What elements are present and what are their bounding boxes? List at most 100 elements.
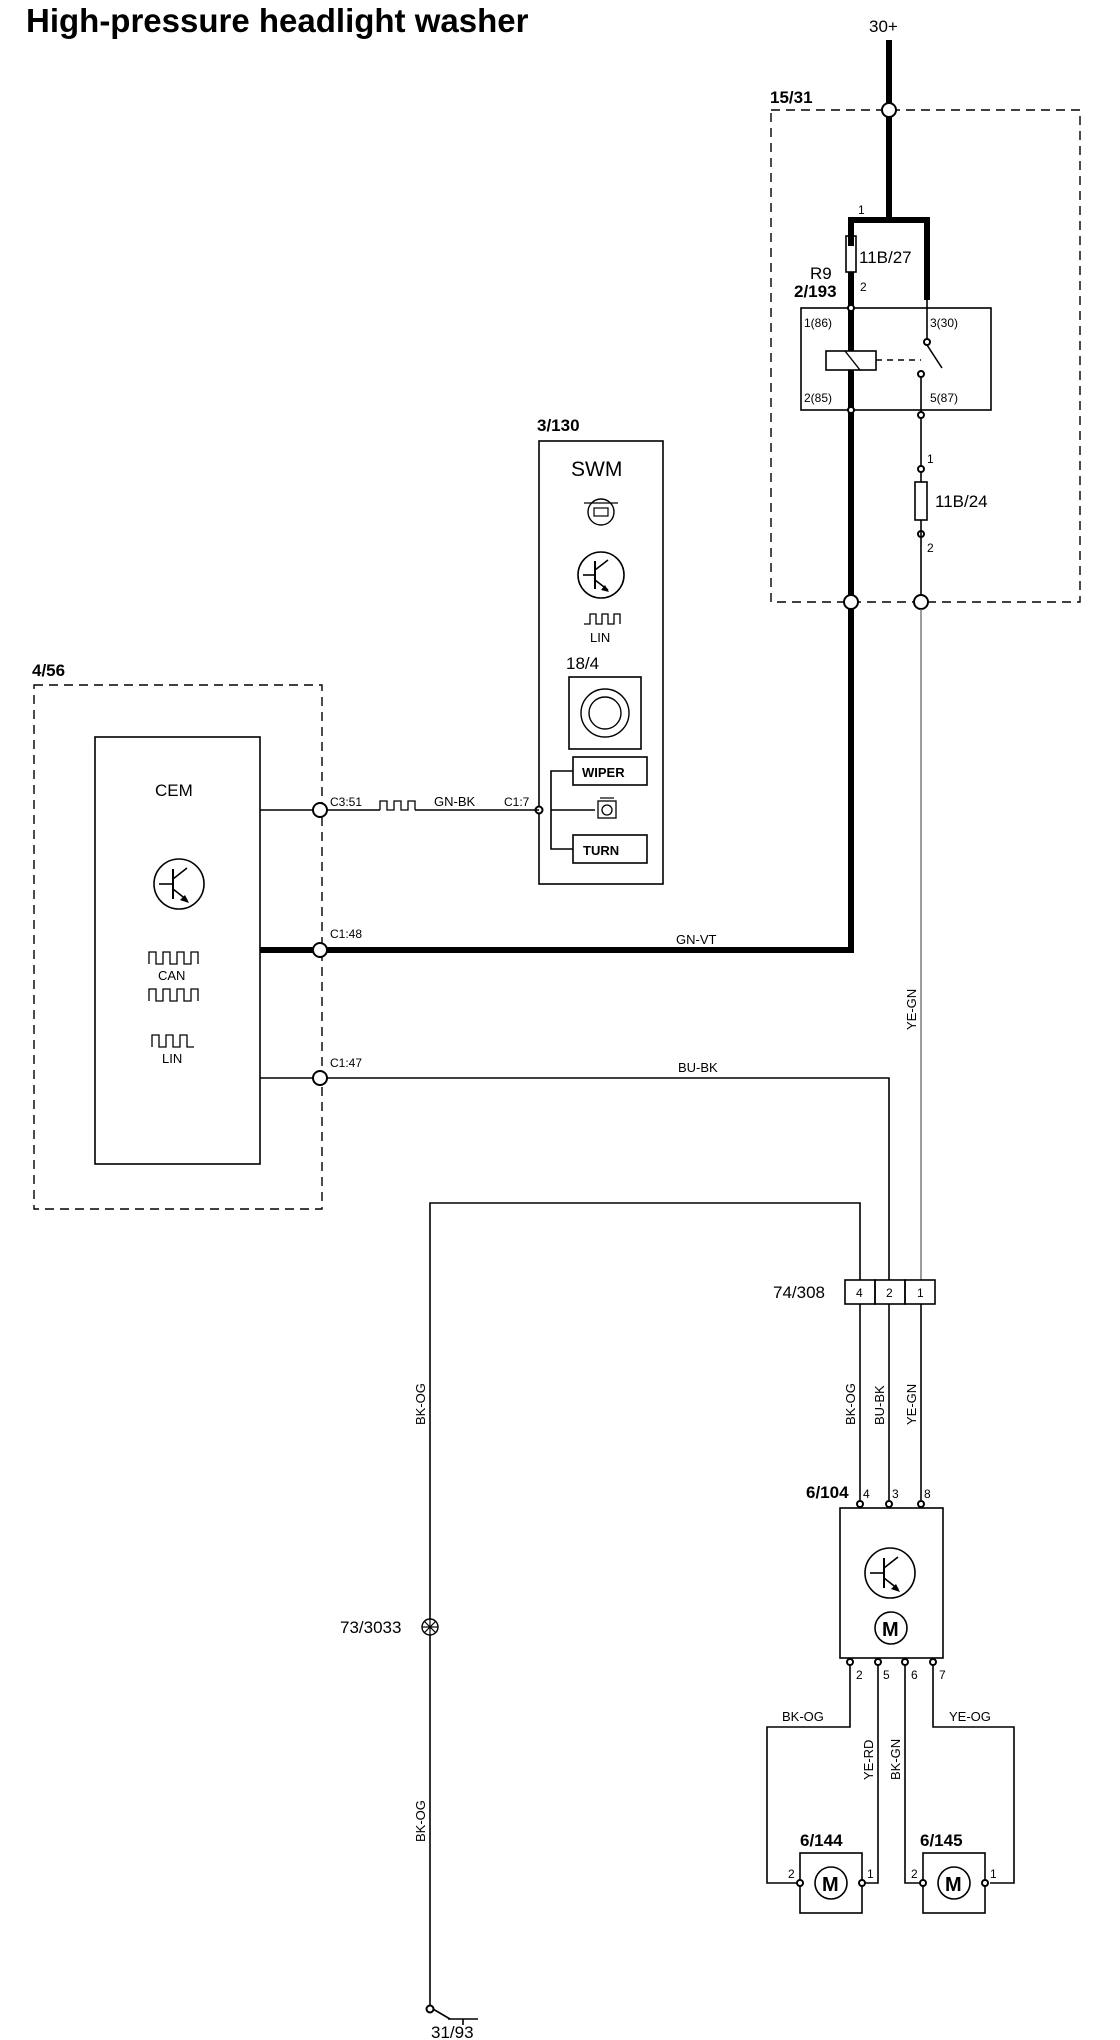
ground-label: 31/93 <box>431 2023 474 2040</box>
relay-pin-30: 3(30) <box>930 316 958 330</box>
pump-motor-symbol: M <box>882 1619 899 1641</box>
ground-node <box>425 2004 435 2014</box>
diagram-title: High-pressure headlight washer <box>26 2 529 39</box>
motor-left-icon <box>814 1866 848 1900</box>
fuse24-pin1: 1 <box>927 452 934 466</box>
motor-right-pin1-dot <box>981 1879 989 1887</box>
connector-pin4: 4 <box>856 1286 863 1300</box>
bu-bk-conn-label: BU-BK <box>872 1385 887 1425</box>
splice-label: 73/3033 <box>340 1618 401 1637</box>
c148-label: C1:48 <box>330 927 362 941</box>
ground-switch-line <box>432 2008 451 2020</box>
cem-module <box>94 736 261 1165</box>
c351-node <box>312 802 328 818</box>
relay-switch-blade <box>926 344 943 369</box>
fuse27-pin2: 2 <box>860 280 867 294</box>
relay-pin87-dot <box>917 411 925 419</box>
cem-can-label: CAN <box>158 968 185 983</box>
fuse-11b24 <box>914 481 928 521</box>
bk-og-upper-label: BK-OG <box>413 1383 428 1425</box>
bk-og-motor-label: BK-OG <box>782 1709 824 1724</box>
gn-bk-wire-label: GN-BK <box>434 794 476 809</box>
pump-in-pin3: 3 <box>892 1487 899 1501</box>
pump-control-module <box>839 1507 944 1659</box>
ye-gn-wire-label: YE-GN <box>904 989 919 1030</box>
ye-gn-exit-node <box>913 594 929 610</box>
swm-name: SWM <box>571 458 622 481</box>
pump-out7-dot <box>929 1658 937 1666</box>
pump-out-pin5: 5 <box>883 1668 890 1682</box>
bk-og-conn-label: BK-OG <box>843 1383 858 1425</box>
motor-left-pin1: 1 <box>867 1867 874 1881</box>
connector-pin2: 2 <box>886 1286 893 1300</box>
bk-gn-motor-label: BK-GN <box>888 1739 903 1780</box>
pump-out6-dot <box>901 1658 909 1666</box>
pump-control-label: 6/104 <box>806 1483 849 1502</box>
relay-feed-bus <box>848 217 930 300</box>
pump-in8-dot <box>917 1500 925 1508</box>
bk-og-ground-wire <box>429 1202 861 2007</box>
swm-lin-label: LIN <box>590 630 610 645</box>
motor-left-label: 6/144 <box>800 1831 843 1850</box>
can-pulse-bottom-icon <box>148 988 199 1002</box>
pump-in4-dot <box>856 1500 864 1508</box>
cem-transistor-icon <box>153 858 205 910</box>
switch-label: 18/4 <box>566 654 599 673</box>
relay-coil-diagonal <box>844 350 861 371</box>
pump-out5-dot <box>874 1658 882 1666</box>
relay-contact-30-dot <box>923 338 931 346</box>
relay-pin-87: 5(87) <box>930 391 958 405</box>
motor-left-symbol: M <box>822 1874 839 1896</box>
fuse-box-outline <box>770 109 1081 603</box>
connector-label: 74/308 <box>773 1283 825 1302</box>
cem-name: CEM <box>155 781 193 800</box>
motor-left-pin1-dot <box>858 1879 866 1887</box>
steering-wheel-icon <box>584 498 618 526</box>
pump-out-pin7: 7 <box>939 1668 946 1682</box>
connector-pin1: 1 <box>917 1286 924 1300</box>
motor-right-icon <box>937 1866 971 1900</box>
motor-right-symbol: M <box>945 1874 962 1896</box>
fuse27-pin1: 1 <box>858 203 865 217</box>
pump-out2-dot <box>846 1658 854 1666</box>
c148-node <box>312 942 328 958</box>
ye-og-motor-label: YE-OG <box>949 1709 991 1724</box>
fuse-11b27-label: 11B/27 <box>859 248 912 267</box>
pump-transistor-icon <box>864 1547 916 1599</box>
supply-node <box>881 102 897 118</box>
relay-pin-85: 2(85) <box>804 391 832 405</box>
wiper-button-label: WIPER <box>582 765 625 780</box>
gn-vt-exit-node <box>843 594 859 610</box>
pump-out-pin6: 6 <box>911 1668 918 1682</box>
motor-left-pin2-dot <box>796 1879 804 1887</box>
relay-pin85-dot <box>847 406 855 414</box>
small-switch-icon <box>597 797 617 819</box>
pump-in-pin4: 4 <box>863 1487 870 1501</box>
bu-bk-wire <box>327 1077 890 1280</box>
bk-og-motor-wire <box>766 1665 851 1884</box>
swm-label: 3/130 <box>537 416 580 435</box>
swm-transistor-icon <box>577 551 625 599</box>
fuse24-pin2: 2 <box>927 541 934 555</box>
cem-lin-label: LIN <box>162 1051 182 1066</box>
relay-box <box>800 307 992 411</box>
cem-box-outline <box>33 684 323 1210</box>
cem-lin-pulse-icon <box>151 1034 194 1048</box>
motor-right-pin1: 1 <box>990 1867 997 1881</box>
pump-out-pin2: 2 <box>856 1668 863 1682</box>
c147-node <box>312 1070 328 1086</box>
pushbutton-switch-icon <box>568 676 642 750</box>
pump-in3-dot <box>885 1500 893 1508</box>
ye-og-motor-wire <box>932 1665 1015 1884</box>
c147-label: C1:47 <box>330 1056 362 1070</box>
swm-box <box>538 440 664 885</box>
supply-label: 30+ <box>869 17 898 36</box>
fuse24-top-dot <box>917 465 925 473</box>
relay-label: 2/193 <box>794 282 837 301</box>
ye-gn-conn-label: YE-GN <box>904 1384 919 1425</box>
connector-cell-1 <box>904 1279 936 1305</box>
turn-button-label: TURN <box>583 843 619 858</box>
relay-coil <box>825 350 877 371</box>
pump-in-pin8: 8 <box>924 1487 931 1501</box>
